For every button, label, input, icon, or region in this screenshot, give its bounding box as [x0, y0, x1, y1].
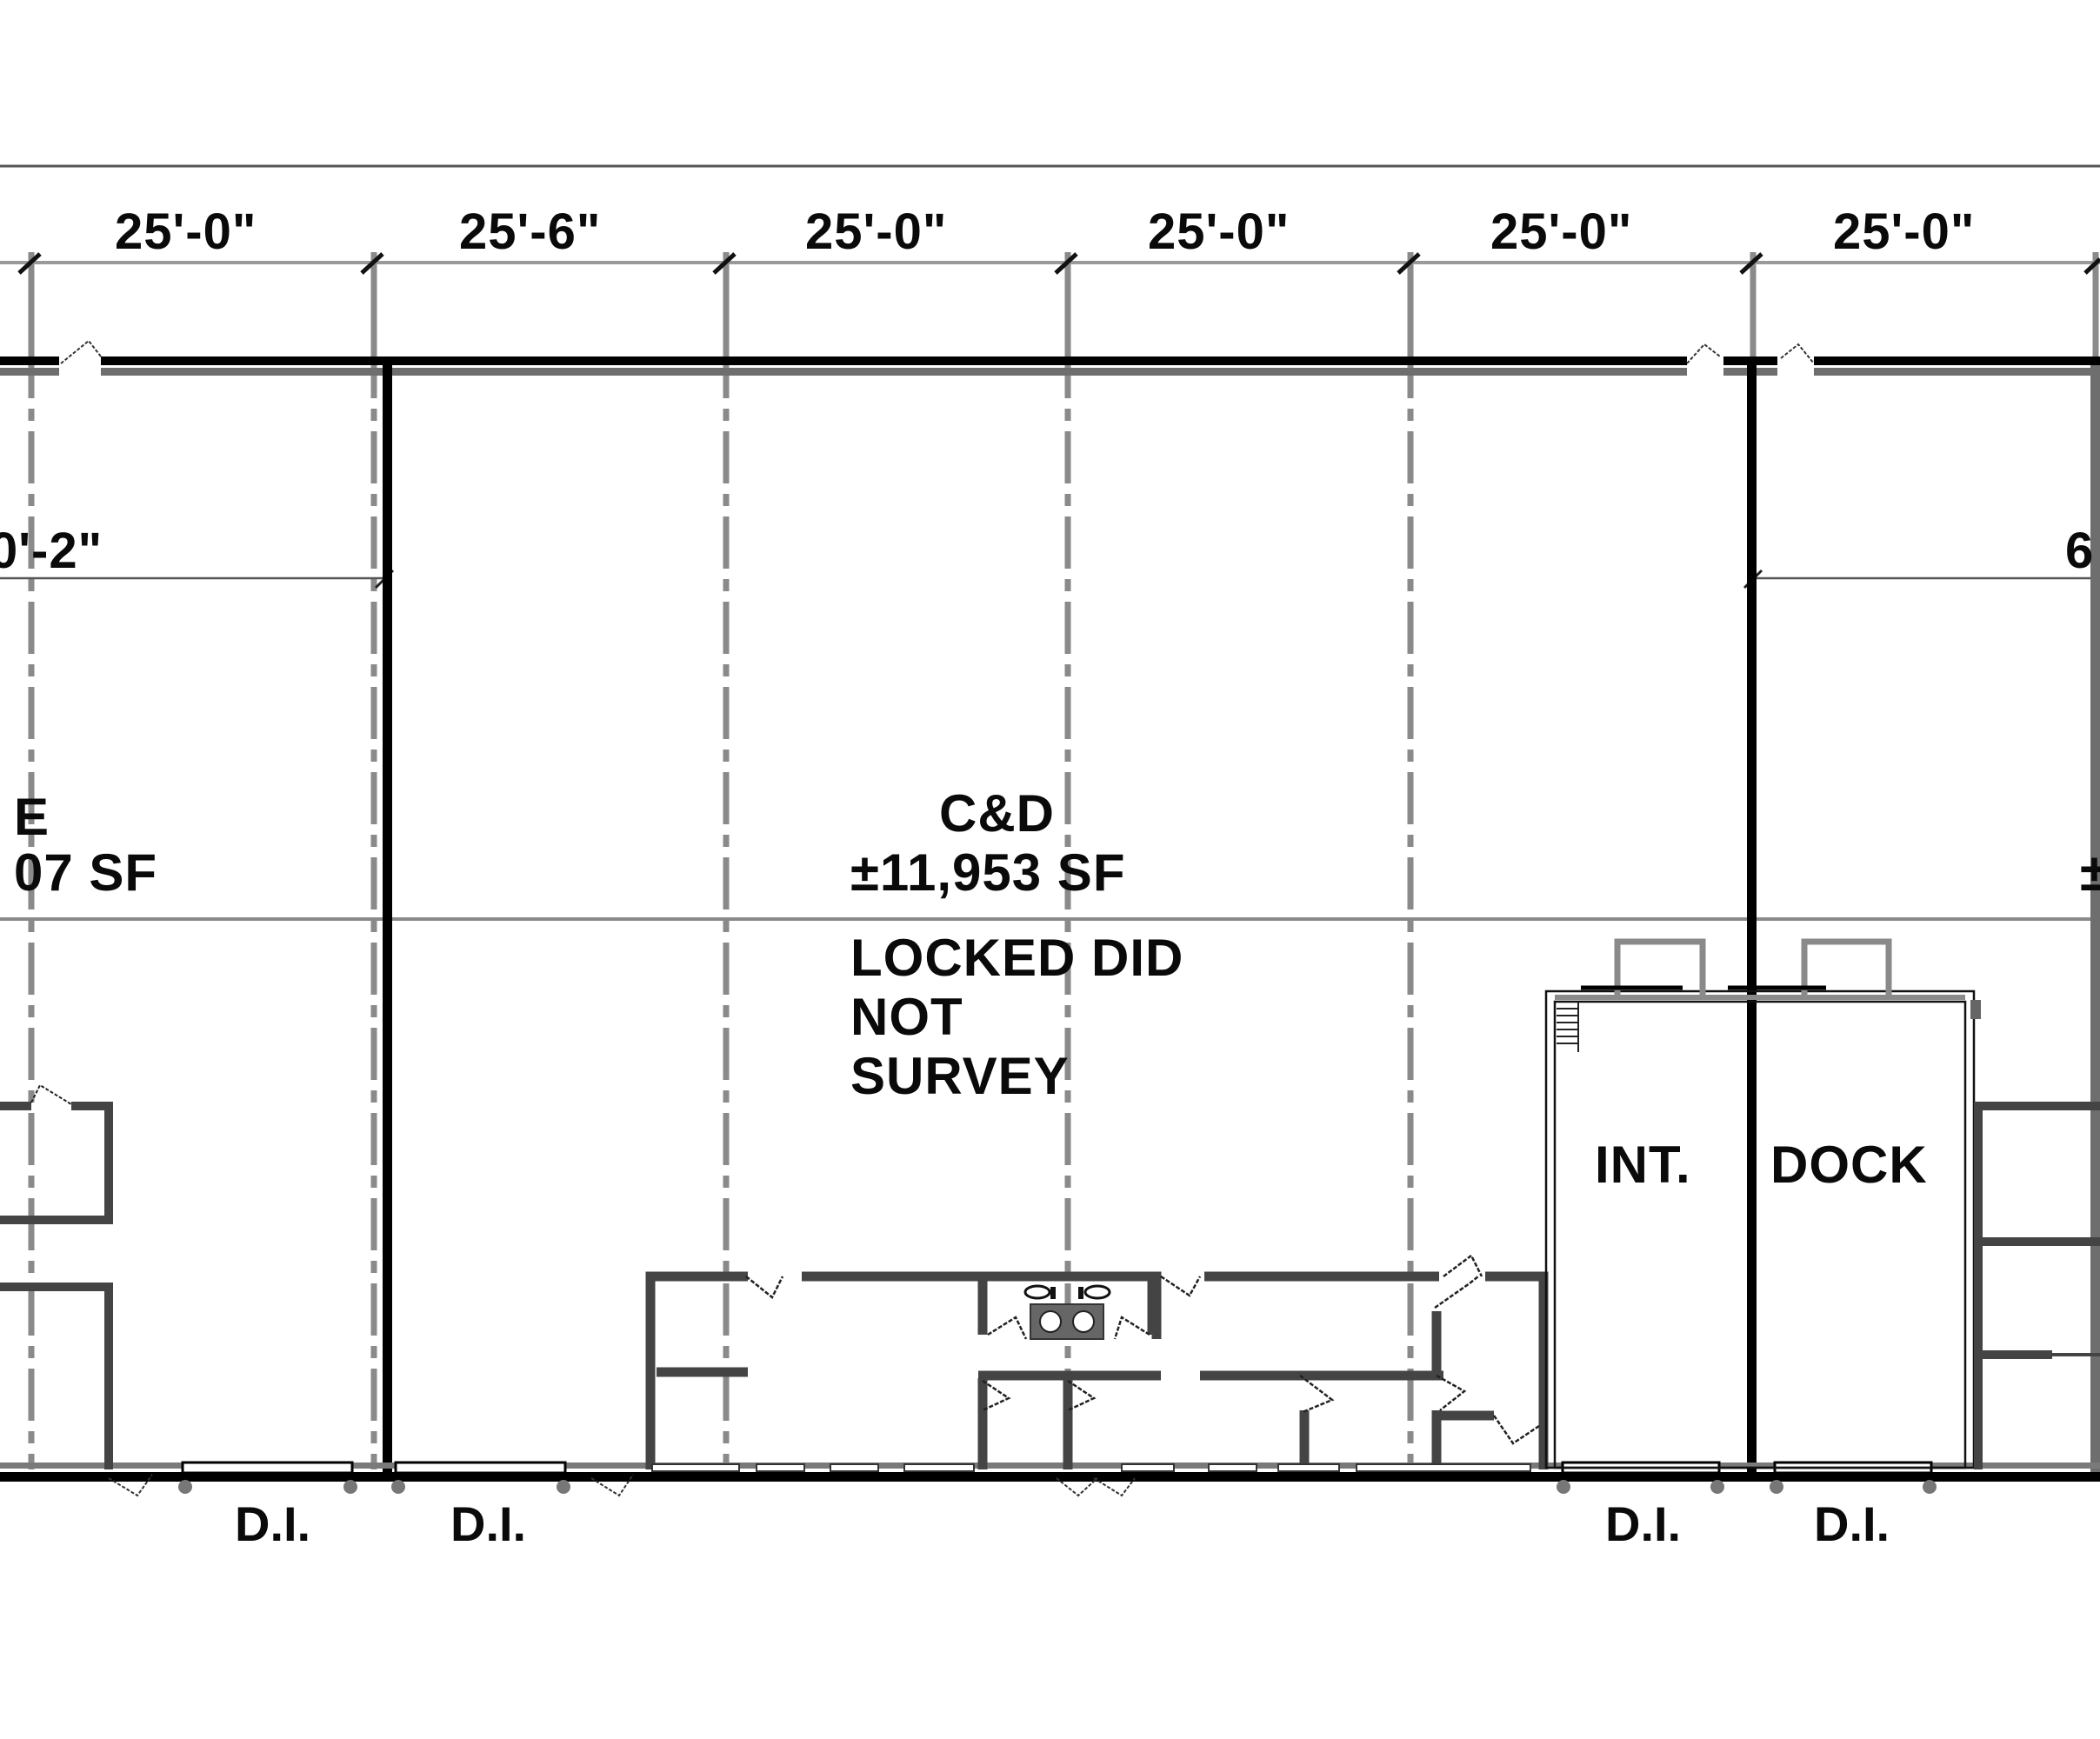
unit-note-line: NOT — [850, 988, 963, 1046]
right-edge-wall — [2090, 365, 2100, 1478]
column-grid-top-solid — [28, 252, 2099, 365]
storefront-windows — [651, 1463, 1531, 1472]
unit-dimension-line — [0, 569, 2100, 590]
bottom-door-swings — [108, 1474, 1136, 1497]
demising-wall-left — [383, 356, 392, 1478]
office-door-swings — [745, 1254, 1540, 1445]
drive-in-door-label: D.I. — [1605, 1496, 1682, 1551]
left-unit-rooms — [0, 1102, 113, 1469]
dock-label-int: INT. — [1595, 1136, 1691, 1194]
drive-in-doors — [178, 1461, 1937, 1494]
dock-label-dock: DOCK — [1770, 1136, 1928, 1194]
office-block-walls — [645, 1271, 1549, 1469]
drive-in-door-label: D.I. — [1814, 1496, 1890, 1551]
unit-area-right: ± — [2080, 843, 2100, 902]
unit-name-e: E — [14, 788, 50, 846]
drive-in-door-label: D.I. — [450, 1496, 527, 1551]
dimension-label: 25'-0" — [1148, 203, 1290, 260]
dimension-label: 25'-6" — [459, 203, 602, 260]
top-dimension-line — [0, 252, 2100, 275]
drive-in-door-label: D.I. — [235, 1496, 311, 1551]
interior-dock — [1544, 938, 1981, 1469]
unit-note-line: LOCKED DID — [850, 929, 1184, 987]
dimension-label: 25'-0" — [115, 203, 257, 260]
unit-area-cd: ±11,953 SF — [850, 843, 1126, 902]
exterior-wall-top — [0, 339, 2100, 377]
door-swing — [30, 1083, 72, 1105]
dimension-label: 25'-0" — [805, 203, 948, 260]
unit-name-cd: C&D — [939, 784, 1055, 843]
exterior-wall-bottom — [0, 1462, 2100, 1482]
right-unit-rooms — [1974, 1102, 2100, 1469]
dimension-label: 25'-0" — [1833, 203, 1976, 260]
dimension-label: 25'-0" — [1490, 203, 1633, 260]
demising-wall-right — [1747, 356, 1757, 1478]
unit-area-e: 07 SF — [14, 843, 158, 902]
unit-width-dimension-right: 6 — [2065, 523, 2095, 579]
restroom-fixtures — [1023, 1284, 1111, 1340]
unit-width-dimension-left: 0'-2" — [0, 523, 103, 579]
unit-note-line: SURVEY — [850, 1047, 1070, 1105]
